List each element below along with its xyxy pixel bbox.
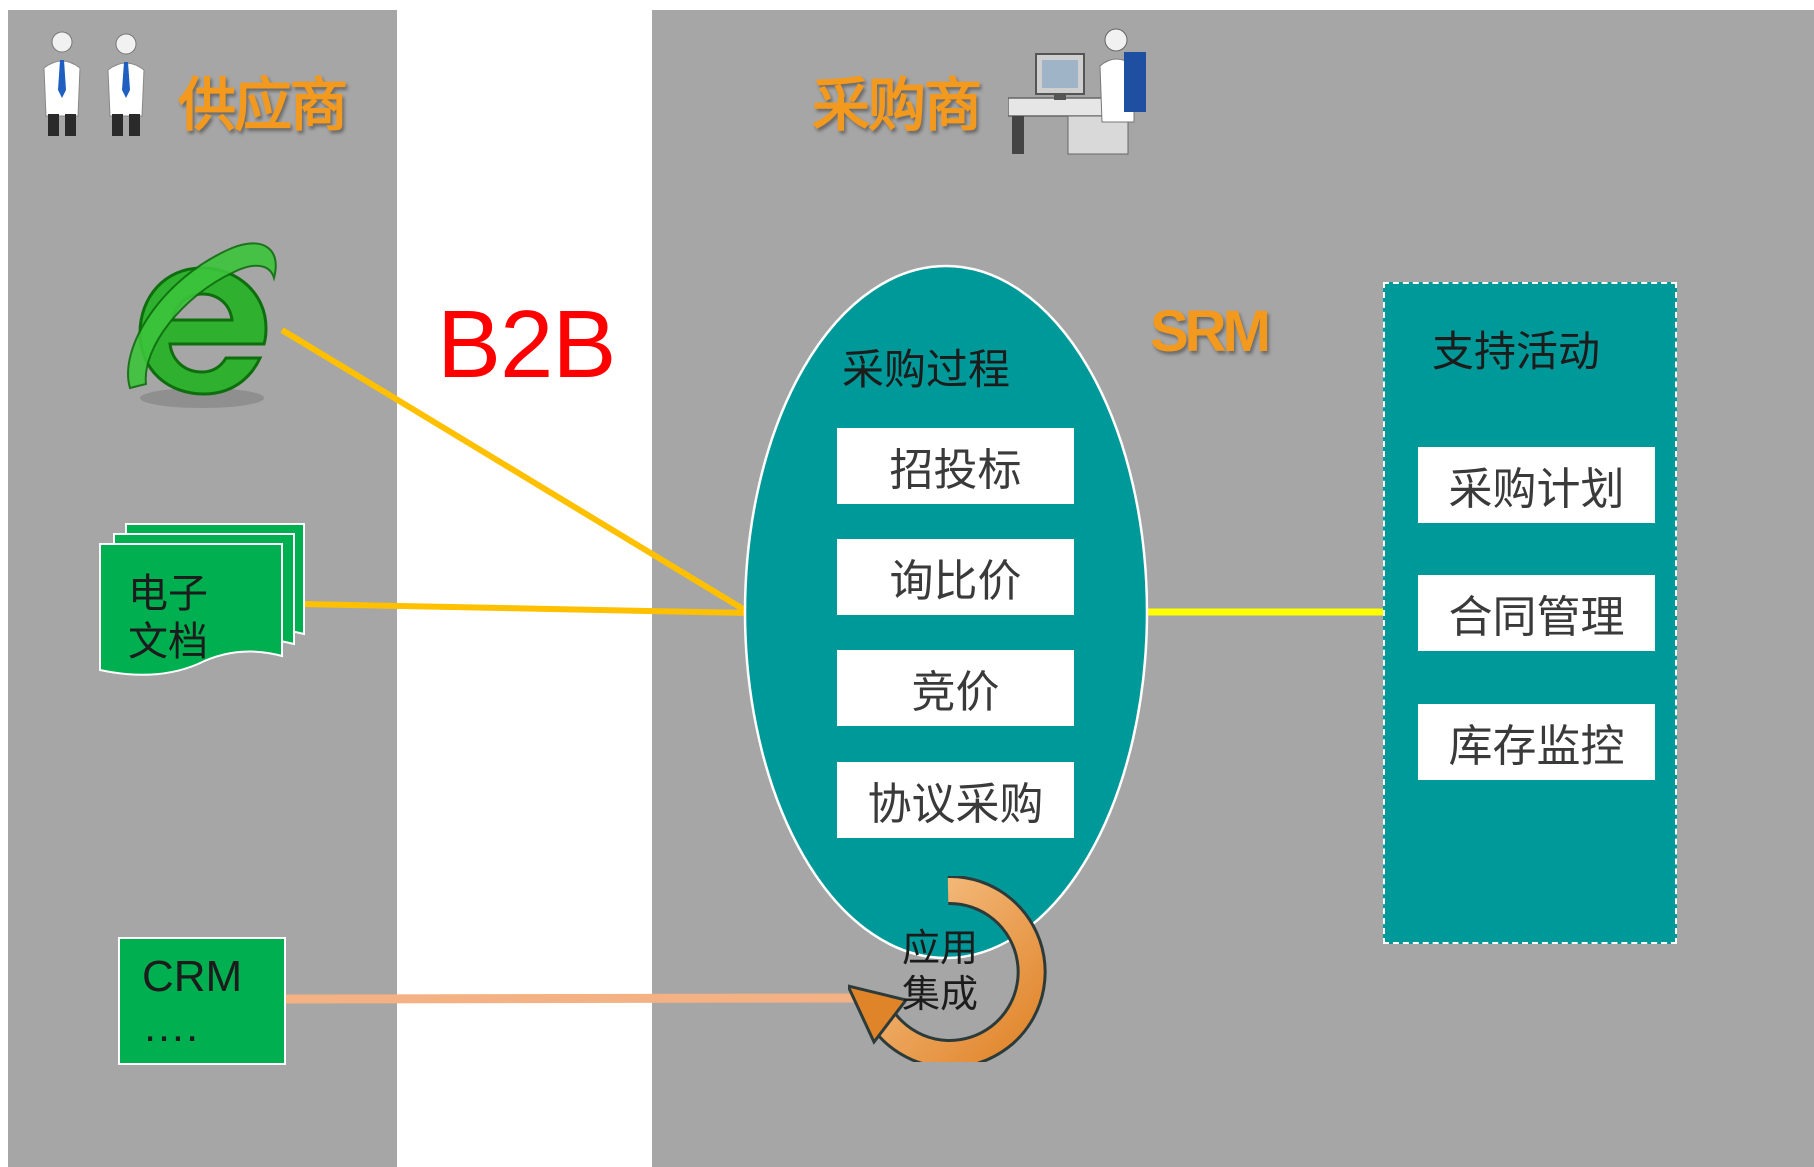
support-title: 支持活动 [1432,327,1601,376]
crm-box [118,937,286,1065]
procurement-item-agreement: 协议采购 [837,762,1074,838]
document-stack-icon [99,523,305,676]
procurement-item-inquiry: 询比价 [837,539,1074,615]
crm-connector [277,993,861,1004]
support-item-inventory: 库存监控 [1418,704,1655,780]
crm-label: CRM …. [142,952,243,1051]
support-item-contract: 合同管理 [1418,575,1655,651]
procurement-item-tender: 招投标 [837,428,1074,504]
internet-explorer-icon [127,242,277,408]
purchaser-workstation-icon [1008,28,1146,155]
supplier-people-icon [43,31,145,136]
cycle-arrow-icon [848,876,1047,1062]
application-integration-label: 应用 集成 [902,926,979,1016]
support-item-plan: 采购计划 [1418,447,1655,523]
srm-label: SRM [1150,299,1271,364]
procurement-title: 采购过程 [842,345,1011,394]
purchaser-title: 采购商 [812,71,982,139]
ie-connector [280,327,750,615]
b2b-label: B2B [437,291,616,398]
supplier-title: 供应商 [178,71,348,139]
procurement-item-bidding: 竞价 [837,650,1074,726]
document-connector [299,601,751,616]
electronic-document-label: 电子 文档 [128,571,208,665]
